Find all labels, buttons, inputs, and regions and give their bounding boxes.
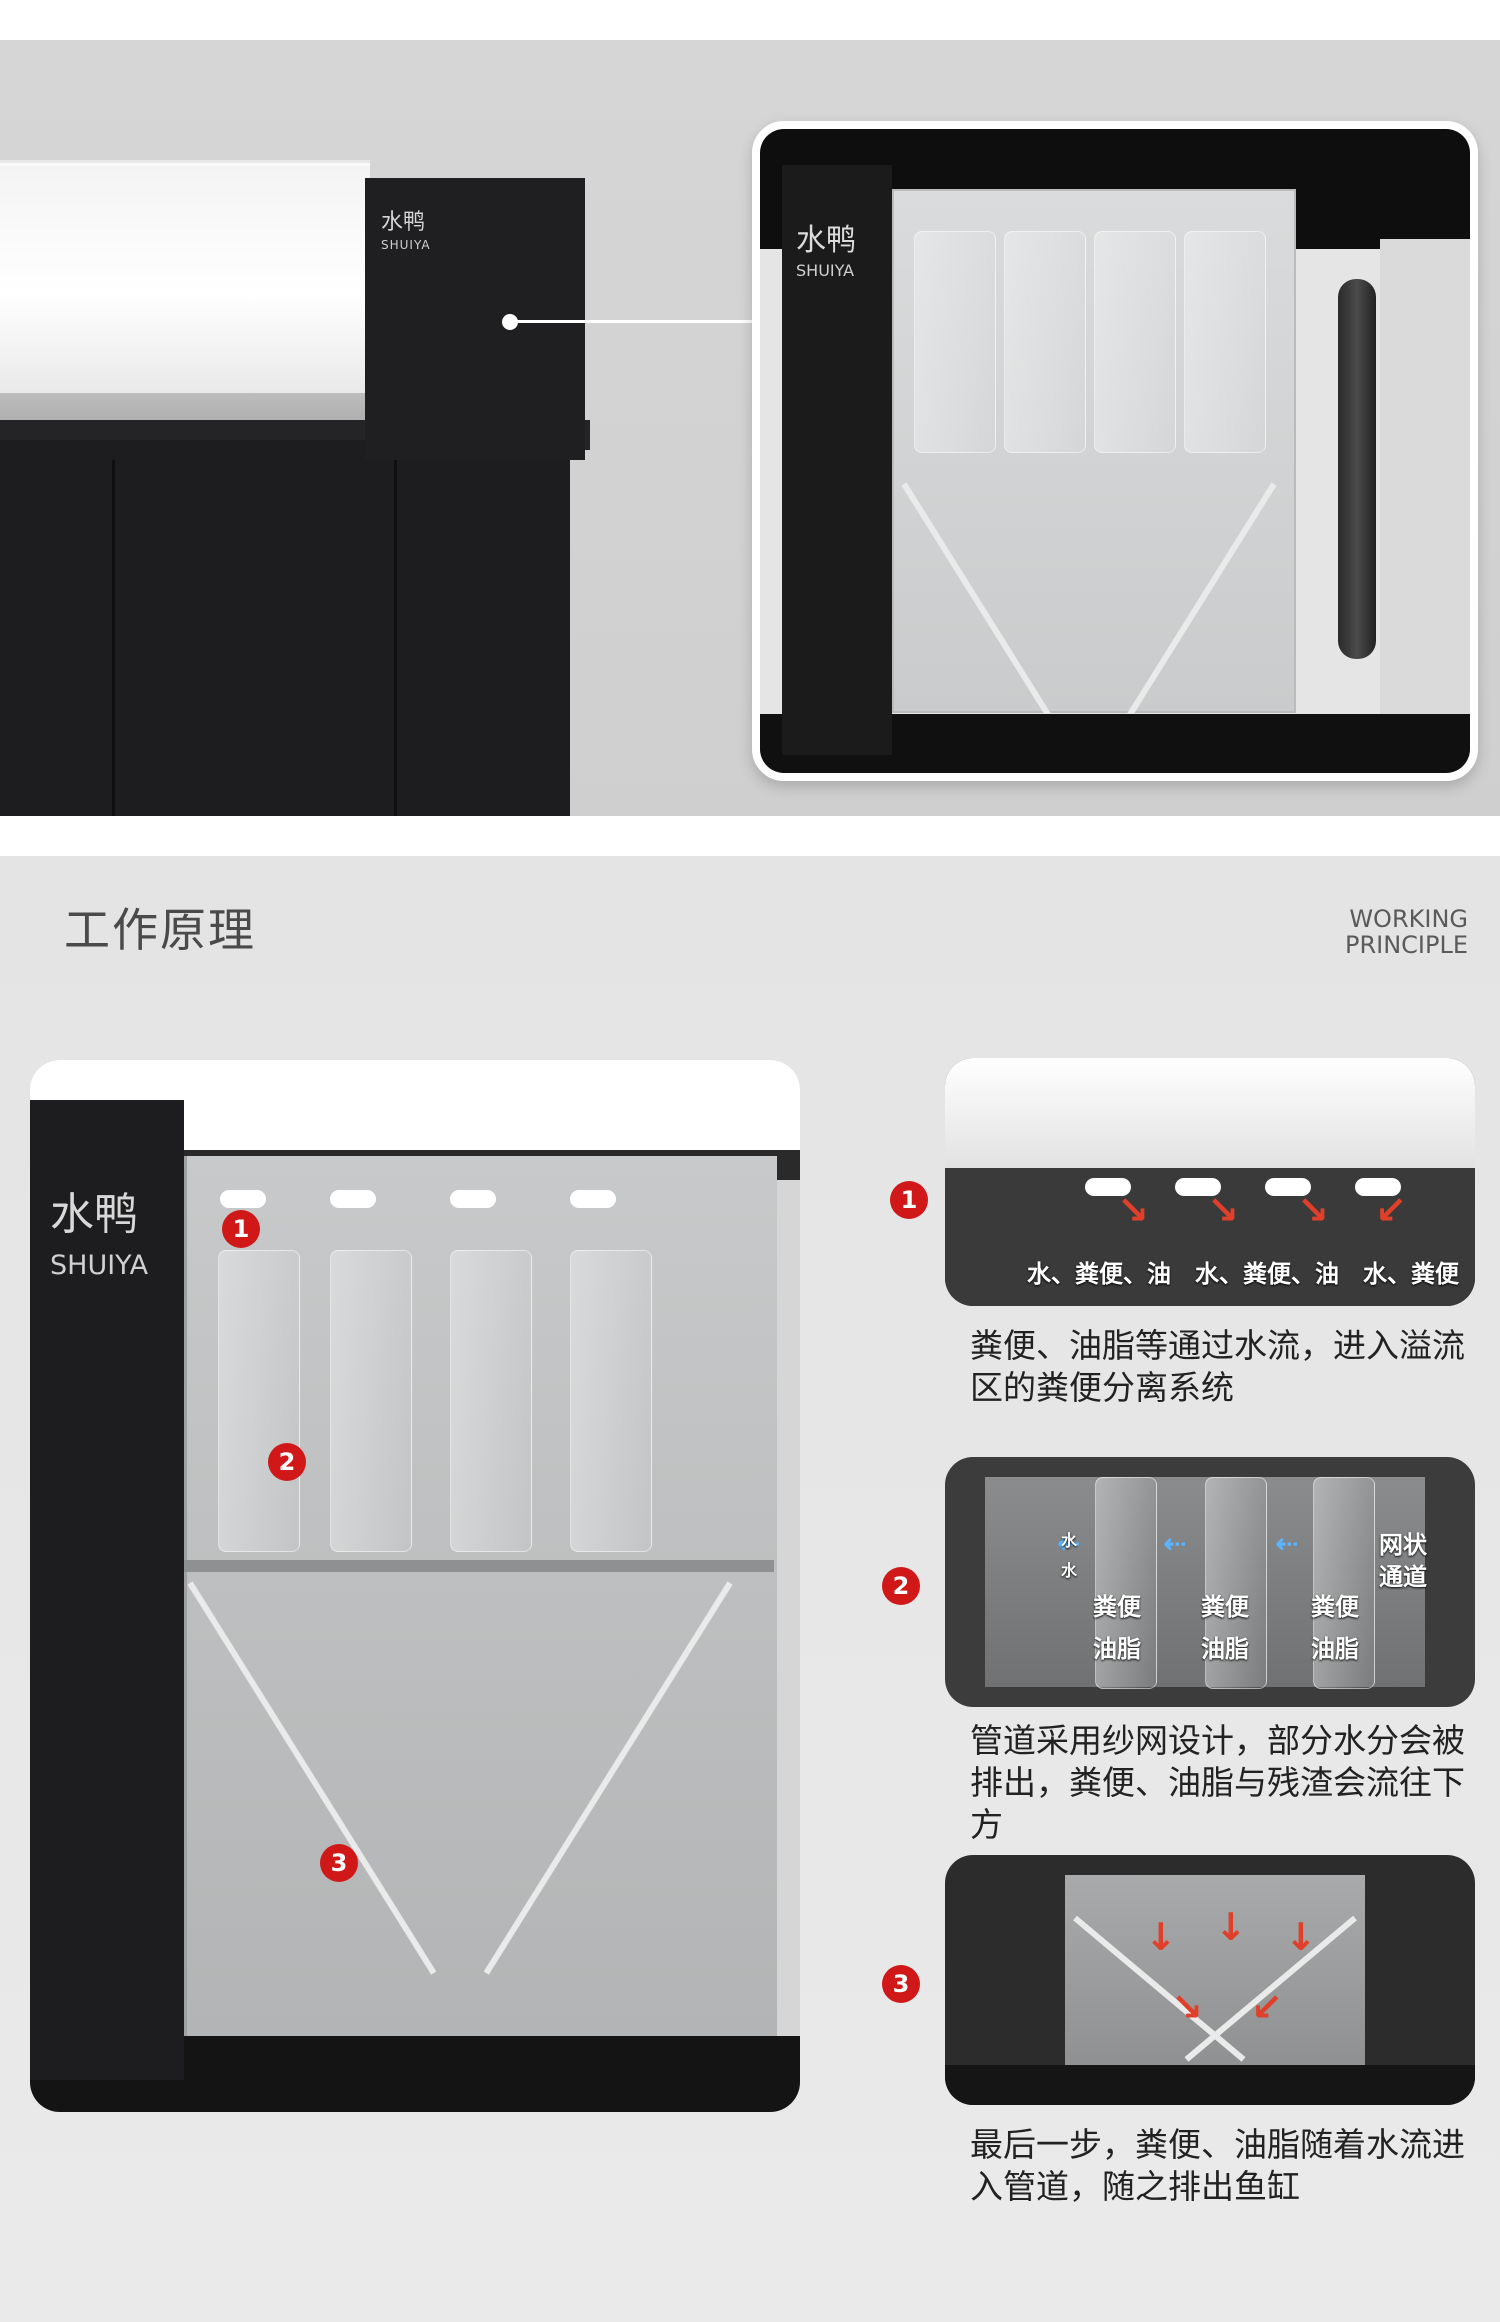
water-arrow-icon: ⇠ xyxy=(1163,1527,1187,1560)
inlet-cap xyxy=(450,1190,496,1208)
step-2-grease-label: 油脂 xyxy=(1093,1635,1141,1663)
brand-logo-zh: 水鸭 xyxy=(796,223,856,258)
step-1-label: 水、粪便、油 xyxy=(1027,1260,1171,1288)
mesh-column xyxy=(1313,1477,1375,1689)
step-3-image: ↓ ↓ ↓ ↘ ↙ xyxy=(945,1855,1475,2105)
step-2-grease-label: 油脂 xyxy=(1201,1635,1249,1663)
section-title-en-line2: PRINCIPLE xyxy=(1344,931,1468,959)
brand-logo-en: SHUIYA xyxy=(50,1250,149,1281)
inset-filter-chamber xyxy=(892,189,1296,741)
diagram-marker-3: 3 xyxy=(320,1844,358,1882)
water-arrow-icon: ⇠ xyxy=(1275,1527,1299,1560)
funnel-plate xyxy=(901,482,1066,741)
inlet-cap xyxy=(570,1190,616,1208)
step-3-funnel-chamber xyxy=(1065,1875,1365,2085)
inset-tank-wall xyxy=(1380,239,1470,714)
step-1-image: ↘ ↘ ↘ ↙ 水、粪便、油 水、粪便、油 水、粪便 xyxy=(945,1058,1475,1306)
diagram-marker-1: 1 xyxy=(222,1210,260,1248)
funnel-plate xyxy=(1112,482,1277,741)
inset-sump-panel: 水鸭 SHUIYA xyxy=(782,165,892,755)
water-arrow-icon: ⇠ xyxy=(1057,1527,1081,1560)
inlet-cap xyxy=(1355,1178,1401,1196)
section-title-en: WORKING PRINCIPLE xyxy=(1250,906,1468,958)
diagram-shelf xyxy=(184,1560,774,1572)
inlet-cap xyxy=(330,1190,376,1208)
filter-column xyxy=(1094,231,1176,453)
tank-glass xyxy=(0,163,370,398)
step-1-label: 水、粪便 xyxy=(1363,1260,1459,1288)
cabinet-door-seam xyxy=(112,460,115,816)
filter-column xyxy=(1184,231,1266,453)
step-1-glass xyxy=(945,1058,1475,1168)
filter-column xyxy=(450,1250,532,1552)
brand-logo-en: SHUIYA xyxy=(796,261,855,280)
brand-logo-zh: 水鸭 xyxy=(381,210,426,235)
filter-column xyxy=(914,231,996,453)
step-3-badge: 3 xyxy=(882,1965,920,2003)
filter-column xyxy=(1004,231,1086,453)
step-1-description: 粪便、油脂等通过水流，进入溢流区的粪便分离系统 xyxy=(970,1326,1465,1407)
step-2-badge: 2 xyxy=(882,1567,920,1605)
down-arrow-icon: ↘ xyxy=(1171,1985,1203,2029)
diagram-chamber xyxy=(184,1156,777,2036)
step-2-image: ⇠ ⇠ ⇠ 水 水 粪便 粪便 粪便 油脂 油脂 油脂 网状 通道 xyxy=(945,1457,1475,1707)
filter-column xyxy=(218,1250,300,1552)
callout-dot xyxy=(502,314,518,330)
cabinet xyxy=(0,440,570,816)
inlet-cap xyxy=(1085,1178,1131,1196)
drain-pipe xyxy=(1338,279,1376,659)
filter-column xyxy=(330,1250,412,1552)
flow-arrow-icon: ↘ xyxy=(1297,1188,1329,1232)
step-2-description: 管道采用纱网设计，部分水分会被排出，粪便、油脂与残渣会流往下方 xyxy=(970,1721,1465,1844)
filter-column xyxy=(570,1250,652,1552)
down-arrow-icon: ↓ xyxy=(1215,1905,1247,1949)
flow-arrow-icon: ↘ xyxy=(1117,1188,1149,1232)
main-diagram: 水鸭 SHUIYA 1 2 3 xyxy=(30,1060,800,2112)
mesh-column xyxy=(1095,1477,1157,1689)
step-1-badge: 1 xyxy=(890,1181,928,1219)
sump-box: 水鸭 SHUIYA xyxy=(365,178,585,460)
callout-line xyxy=(510,320,762,323)
step-2-feces-label: 粪便 xyxy=(1093,1593,1141,1621)
cabinet-door-seam xyxy=(394,460,397,816)
hero-product-image: 水鸭 SHUIYA 水鸭 SHUIYA xyxy=(0,0,1500,816)
step-2-feces-label: 粪便 xyxy=(1201,1593,1249,1621)
step-2-channel-label: 通道 xyxy=(1379,1563,1427,1591)
step-1-label: 水、粪便、油 xyxy=(1195,1260,1339,1288)
down-arrow-icon: ↙ xyxy=(1251,1985,1283,2029)
zoom-inset: 水鸭 SHUIYA xyxy=(752,121,1478,781)
down-arrow-icon: ↓ xyxy=(1145,1915,1177,1959)
flow-arrow-icon: ↘ xyxy=(1207,1188,1239,1232)
inlet-cap xyxy=(1175,1178,1221,1196)
step-3-description: 最后一步，粪便、油脂随着水流进入管道，随之排出鱼缸 xyxy=(970,2125,1465,2206)
brand-logo-zh: 水鸭 xyxy=(50,1189,138,1240)
diagram-marker-2: 2 xyxy=(268,1443,306,1481)
step-2-feces-label: 粪便 xyxy=(1311,1593,1359,1621)
section-title: 工作原理 xyxy=(64,903,256,957)
step-2-grease-label: 油脂 xyxy=(1311,1635,1359,1663)
flow-arrow-icon: ↙ xyxy=(1375,1188,1407,1232)
step-2-water-label: 水 xyxy=(1061,1561,1078,1580)
down-arrow-icon: ↓ xyxy=(1285,1915,1317,1959)
inlet-cap xyxy=(220,1190,266,1208)
section-title-en-line1: WORKING xyxy=(1349,905,1468,933)
step-2-water-label: 水 xyxy=(1061,1531,1078,1550)
mesh-column xyxy=(1205,1477,1267,1689)
step-3-base xyxy=(945,2065,1475,2105)
brand-logo-en: SHUIYA xyxy=(381,238,431,252)
step-2-mesh-label: 网状 xyxy=(1379,1531,1427,1559)
diagram-sump-panel: 水鸭 SHUIYA xyxy=(30,1100,184,2080)
inlet-cap xyxy=(1265,1178,1311,1196)
